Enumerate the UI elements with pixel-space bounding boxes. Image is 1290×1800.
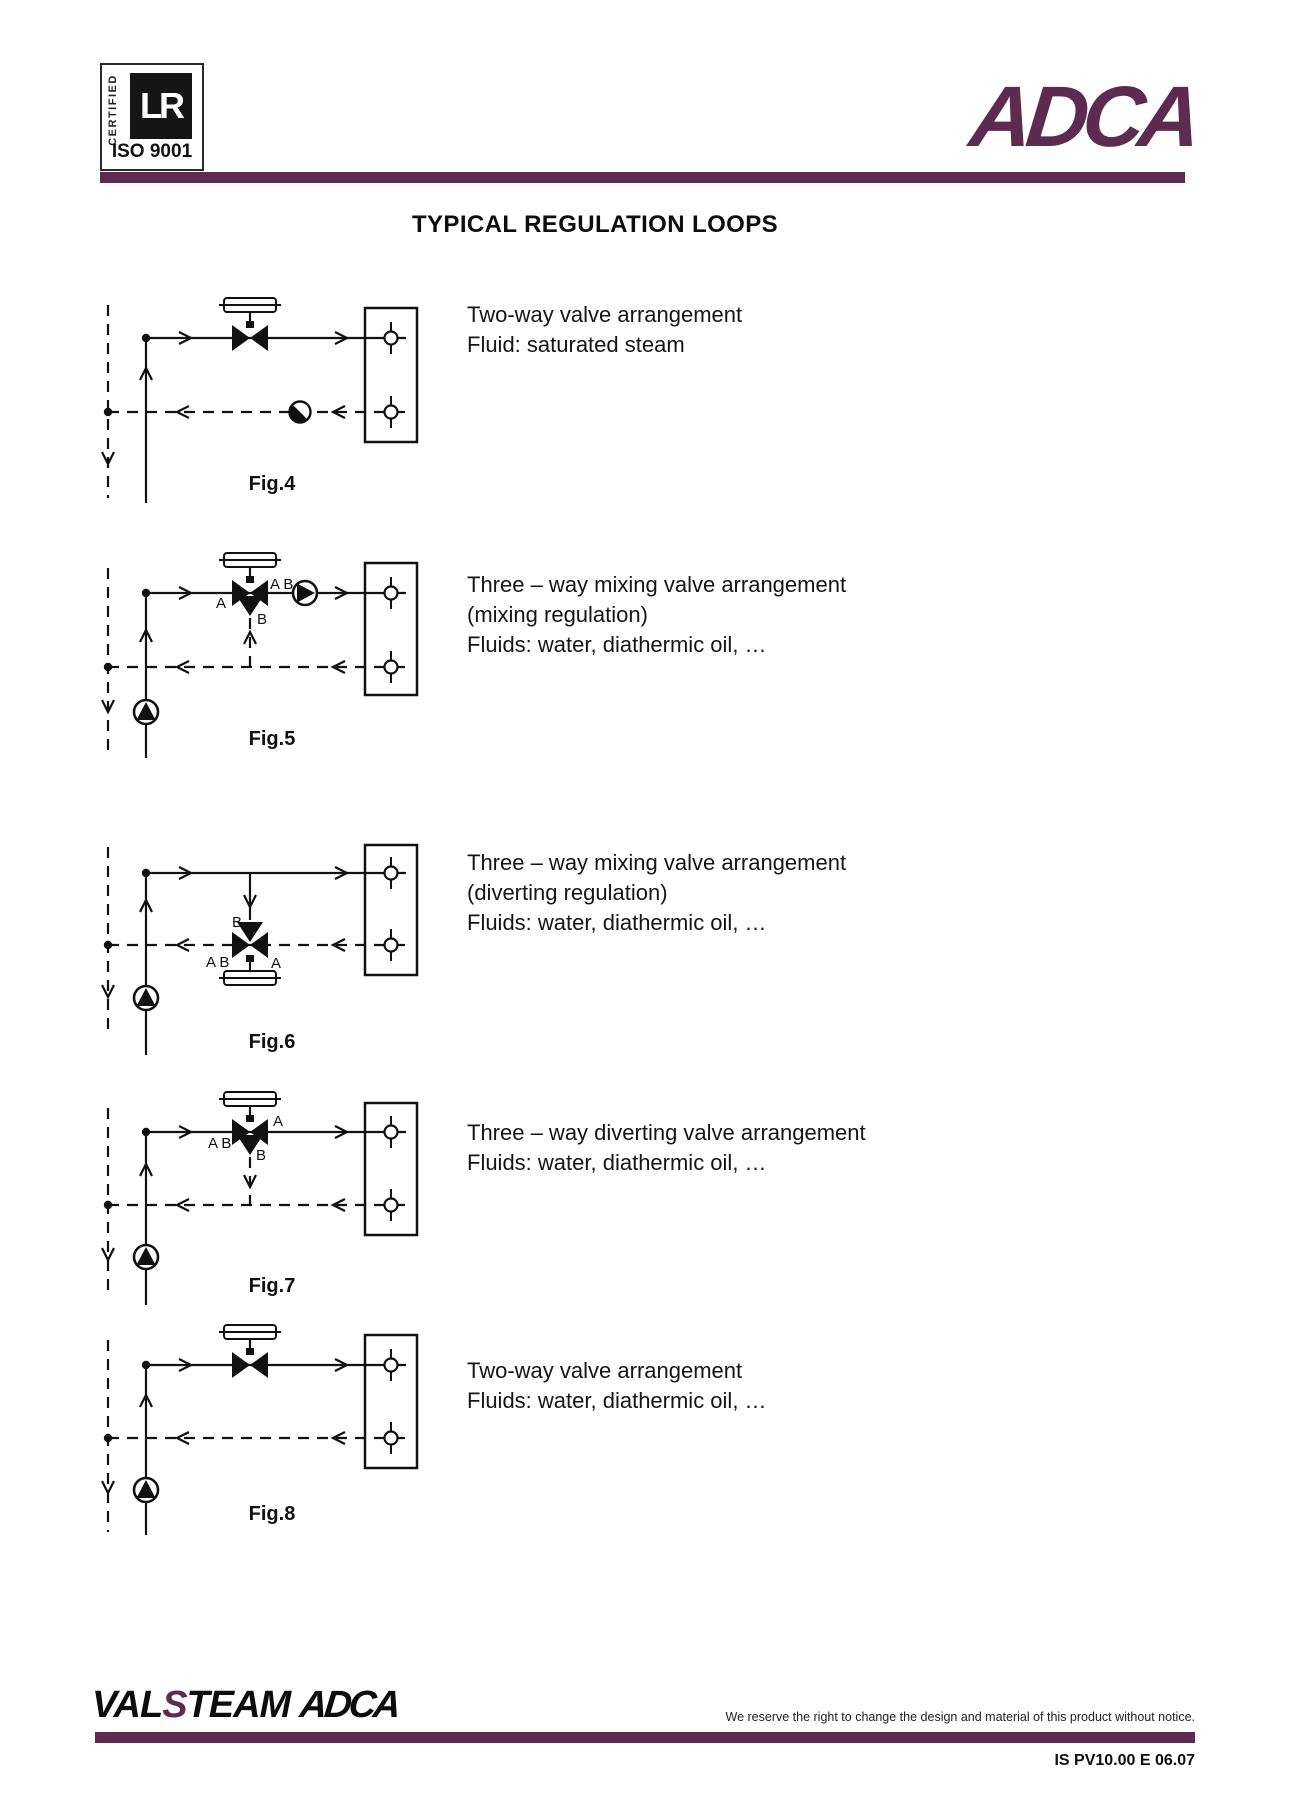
fig7-diagram: A B A B Fig.7 xyxy=(100,1080,419,1305)
heat-exchanger xyxy=(363,561,419,697)
figure-label: Fig.5 xyxy=(249,728,296,750)
caption-line: Fluid: saturated steam xyxy=(467,332,685,357)
page-title: TYPICAL REGULATION LOOPS xyxy=(411,211,779,238)
pipe-junction xyxy=(103,1433,113,1443)
pump-icon xyxy=(132,1476,160,1504)
pipe-junction xyxy=(103,1200,113,1210)
valve-port-label-a: A xyxy=(216,595,226,612)
flow-lines xyxy=(106,847,406,1055)
header-rule xyxy=(100,172,1185,183)
valve-port-label-ab: A B xyxy=(270,576,293,593)
caption-line: Two-way valve arrangement xyxy=(467,1358,743,1383)
fig4-diagram: Fig.4 xyxy=(100,296,419,503)
valve-port-label-b: B xyxy=(256,1147,266,1164)
exchanger-port-icon xyxy=(375,320,407,356)
exchanger-port-icon xyxy=(375,855,407,891)
figure-label: Fig.4 xyxy=(249,473,297,495)
valve-port-label-a: A xyxy=(271,955,281,972)
heat-exchanger xyxy=(363,306,419,444)
pipe-junction xyxy=(103,940,113,950)
lr-monogram: LR xyxy=(140,85,185,126)
exchanger-port-icon xyxy=(375,1420,407,1456)
valve-port-label-b: B xyxy=(232,914,242,931)
two-way-control-valve-icon xyxy=(217,1323,283,1380)
caption-line: Fluids: water, diathermic oil, … xyxy=(467,910,767,935)
certified-label: CERTIFIED xyxy=(107,74,119,146)
pipe-junction xyxy=(141,868,151,878)
iso-standard-label: ISO 9001 xyxy=(111,141,193,162)
caption-line: Three – way mixing valve arrangement xyxy=(467,572,847,597)
exchanger-port-icon xyxy=(375,575,407,611)
pipe-junction xyxy=(141,1360,151,1370)
exchanger-port-icon xyxy=(375,1187,407,1223)
logo-part-team: TEAM xyxy=(186,1684,292,1726)
caption-line: Two-way valve arrangement xyxy=(467,302,743,327)
pump-icon xyxy=(132,1243,160,1271)
figure-label: Fig.6 xyxy=(249,1031,296,1053)
pipe-junction xyxy=(141,588,151,598)
document-reference: IS PV10.00 E 06.07 xyxy=(1054,1752,1195,1769)
logo-part-s: S xyxy=(162,1684,187,1726)
valve-port-label-ab: A B xyxy=(206,954,229,971)
pipe-junction xyxy=(103,662,113,672)
pump-icon xyxy=(132,698,160,726)
valve-port-label-a: A xyxy=(273,1113,283,1130)
pipe-junction xyxy=(141,1127,151,1137)
fig6-caption: Three – way mixing valve arrangement (di… xyxy=(467,848,1027,938)
fig4-caption: Two-way valve arrangement Fluid: saturat… xyxy=(467,300,1027,360)
caption-line: Fluids: water, diathermic oil, … xyxy=(467,632,767,657)
footer-rule xyxy=(95,1732,1195,1743)
pump-icon xyxy=(132,984,160,1012)
steam-trap-icon xyxy=(288,400,312,424)
caption-line: Three – way mixing valve arrangement xyxy=(467,850,847,875)
fig8-caption: Two-way valve arrangement Fluids: water,… xyxy=(467,1356,1027,1416)
exchanger-port-icon xyxy=(375,927,407,963)
caption-line: Three – way diverting valve arrangement xyxy=(467,1120,866,1145)
figure-label: Fig.7 xyxy=(249,1275,296,1297)
exchanger-port-icon xyxy=(375,1114,407,1150)
pipe-junction xyxy=(103,407,113,417)
iso9001-certified-badge: CERTIFIED LR ISO 9001 xyxy=(100,63,204,171)
disclaimer-text: We reserve the right to change the desig… xyxy=(725,1710,1195,1724)
pipe-junction xyxy=(141,333,151,343)
pump-icon xyxy=(291,579,319,607)
fig8-diagram: Fig.8 xyxy=(100,1323,419,1535)
fig7-caption: Three – way diverting valve arrangement … xyxy=(467,1118,1027,1178)
exchanger-port-icon xyxy=(375,1347,407,1383)
caption-line: Fluids: water, diathermic oil, … xyxy=(467,1150,767,1175)
fig6-diagram: B A B A Fig.6 xyxy=(100,843,419,1055)
caption-line: (mixing regulation) xyxy=(467,602,648,627)
heat-exchanger xyxy=(363,1333,419,1470)
two-way-control-valve-icon xyxy=(217,296,283,353)
lloyds-register-icon: LR xyxy=(130,73,192,139)
figure-label: Fig.8 xyxy=(249,1503,296,1525)
fig5-caption: Three – way mixing valve arrangement (mi… xyxy=(467,570,1027,660)
exchanger-port-icon xyxy=(375,394,407,430)
valve-port-label-ab: A B xyxy=(208,1135,231,1152)
heat-exchanger xyxy=(363,843,419,977)
fig5-diagram: A A B B Fig.5 xyxy=(100,540,419,758)
caption-line: (diverting regulation) xyxy=(467,880,668,905)
valve-port-label-b: B xyxy=(257,611,267,628)
valsteam-adca-logo: VALSTEAM ADCA xyxy=(92,1684,400,1727)
caption-line: Fluids: water, diathermic oil, … xyxy=(467,1388,767,1413)
adca-logo: ADCA xyxy=(965,69,1201,165)
heat-exchanger xyxy=(363,1101,419,1237)
exchanger-port-icon xyxy=(375,649,407,685)
logo-part-adca: ADCA xyxy=(297,1684,400,1726)
logo-part-val: VAL xyxy=(92,1684,163,1726)
